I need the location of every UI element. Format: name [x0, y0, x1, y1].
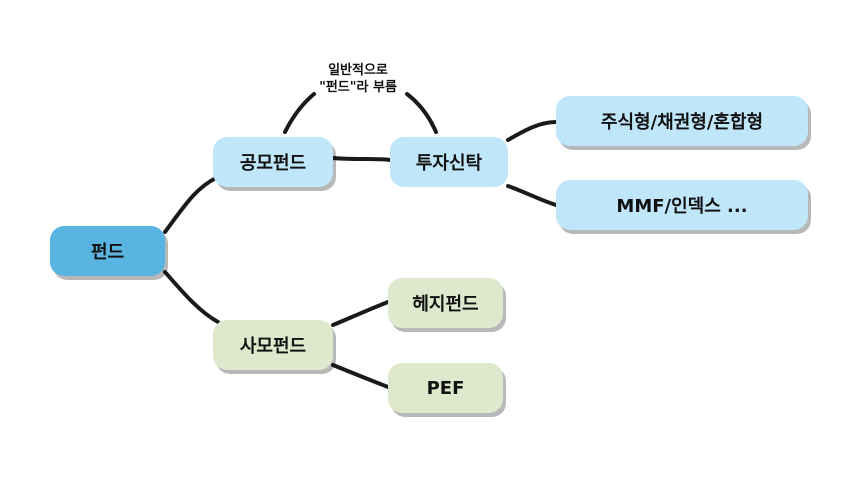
annotation-label: 일반적으로 "펀드"라 부름: [300, 62, 416, 96]
edge-investment-trust-to-mmf-index: [506, 184, 558, 207]
annotation-bracket-left: [283, 92, 316, 134]
edge-private-fund-to-pef: [331, 363, 390, 389]
node-hedge-fund: 헤지펀드: [388, 278, 503, 328]
node-public-fund: 공모펀드: [213, 137, 333, 187]
node-pef: PEF: [388, 363, 503, 413]
node-investment-trust: 투자신탁: [390, 137, 508, 187]
edge-fund-to-public-fund: [163, 176, 218, 234]
node-mmf-index: MMF/인덱스 ...: [556, 180, 808, 230]
annotation-bracket-right: [405, 92, 438, 134]
node-stock-bond-mixed: 주식형/채권형/혼합형: [556, 96, 808, 146]
edge-public-fund-to-investment-trust: [331, 156, 392, 162]
edge-private-fund-to-hedge-fund: [331, 300, 390, 327]
annotation-line-2: "펀드"라 부름: [319, 80, 397, 95]
edge-fund-to-private-fund: [163, 270, 220, 324]
node-fund: 펀드: [50, 226, 165, 276]
annotation-line-1: 일반적으로: [328, 63, 388, 78]
edge-investment-trust-to-stock-bond-mixed: [506, 120, 558, 142]
node-private-fund: 사모펀드: [213, 320, 333, 370]
